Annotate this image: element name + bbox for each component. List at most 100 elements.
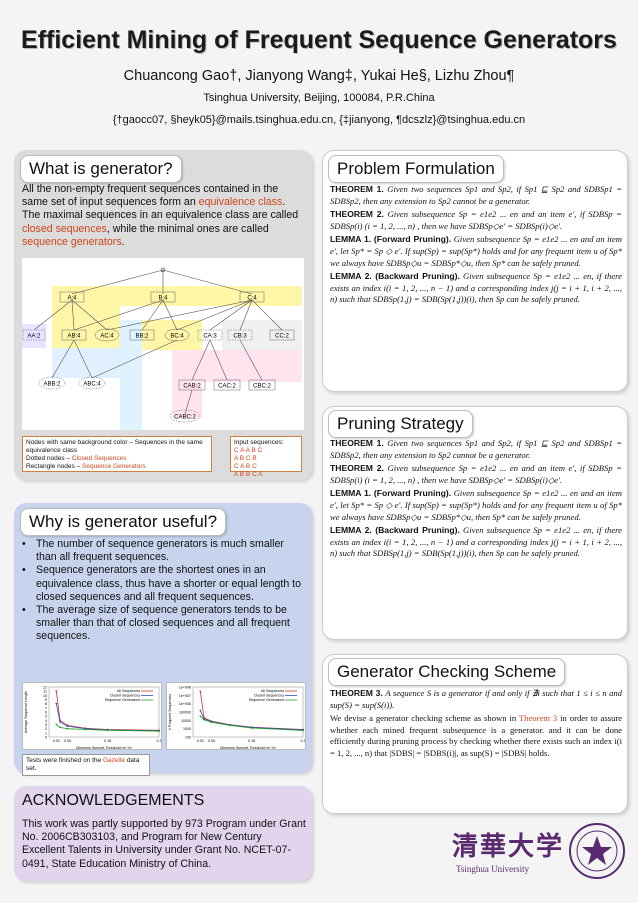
legend-label: All Sequences <box>261 689 284 693</box>
lattice-diagram: ∅ A:4 B:4 C:4 AA:2 AB:4 AC:4 BB:2 BC:4 C… <box>22 258 304 430</box>
y-tick-label: 12 <box>43 686 47 690</box>
data-point <box>66 727 69 730</box>
svg-text:CA:3: CA:3 <box>203 334 217 340</box>
x-tick-label: 0.3 <box>157 739 162 743</box>
poster-title: Efficient Mining of Frequent Sequence Ge… <box>21 26 617 54</box>
legend-box: Nodes with same background color – Seque… <box>22 436 212 472</box>
svg-text:B:4: B:4 <box>158 296 168 302</box>
problem-theorems: THEOREM 1. Given two sequences Sp1 and S… <box>330 184 623 305</box>
series-line <box>55 691 160 731</box>
data-point <box>55 723 58 726</box>
svg-text:CAC:2: CAC:2 <box>218 384 236 390</box>
list-item: Sequence generators are the shortest one… <box>22 564 306 604</box>
svg-text:BB:2: BB:2 <box>135 334 149 340</box>
legend-label: Closed Sequences <box>254 694 284 698</box>
x-axis-label: Minimum Support Threshold (in %) <box>76 746 131 750</box>
x-axis-label: Minimum Support Threshold (in %) <box>220 746 275 750</box>
x-tick-label: 0.05 <box>64 739 71 743</box>
logo-subtitle: Tsinghua University <box>456 864 530 874</box>
data-point <box>228 724 231 727</box>
y-tick-label: 10000 <box>181 719 191 723</box>
seal-icon <box>569 823 625 879</box>
svg-text:CC:2: CC:2 <box>275 334 289 340</box>
data-point <box>199 690 202 693</box>
data-point <box>199 709 202 712</box>
series-line <box>199 710 304 731</box>
list-item: The number of sequence generators is muc… <box>22 538 306 564</box>
x-tick-label: 0.05 <box>208 739 215 743</box>
emails: {†gaocc07, §heyk05}@mails.tsinghua.edu.c… <box>112 114 526 126</box>
series-line <box>55 703 160 732</box>
what-heading: What is generator? <box>20 155 182 183</box>
legend-label: All Sequences <box>117 689 140 693</box>
affiliation: Tsinghua University, Beijing, 100084, P.… <box>203 92 435 104</box>
problem-heading: Problem Formulation <box>328 155 504 183</box>
svg-text:CB:3: CB:3 <box>233 334 247 340</box>
data-point <box>302 729 304 732</box>
svg-text:BC:4: BC:4 <box>170 334 184 340</box>
data-point <box>199 715 202 718</box>
pruning-panel <box>322 406 628 640</box>
svg-text:∅: ∅ <box>160 267 165 274</box>
svg-text:AB:4: AB:4 <box>67 334 81 340</box>
data-point <box>106 729 109 732</box>
logo-text: 清華大学 <box>452 832 565 862</box>
y-tick-label: 3 <box>45 723 47 727</box>
y-tick-label: 1e+006 <box>179 702 191 706</box>
data-point <box>203 718 205 721</box>
authors: Chuancong Gao†, Jianyong Wang‡, Yukai He… <box>123 68 515 84</box>
why-list: The number of sequence generators is muc… <box>22 538 306 644</box>
svg-text:CAB:2: CAB:2 <box>183 384 201 390</box>
data-point <box>250 727 253 729</box>
x-tick-label: 0.16 <box>104 739 111 743</box>
data-point <box>55 690 58 693</box>
why-heading: Why is generator useful? <box>20 508 227 536</box>
ack-panel <box>14 786 312 881</box>
y-tick-label: 0 <box>45 736 47 740</box>
y-tick-label: 8 <box>45 702 47 706</box>
ack-text: This work was partly supported by 973 Pr… <box>22 818 306 870</box>
problem-panel <box>322 150 628 392</box>
test-note: Tests were finished on the Gazelle data … <box>22 754 150 776</box>
y-tick-label: 10 <box>43 694 47 698</box>
data-point <box>59 721 61 723</box>
legend-label: Sequence Generators <box>249 698 284 702</box>
legend-label: Sequence Generators <box>105 698 140 702</box>
data-point <box>210 721 213 724</box>
y-tick-label: 100000 <box>179 711 191 715</box>
data-point <box>84 728 87 731</box>
y-tick-label: 6 <box>45 711 47 715</box>
what-text: All the non-empty frequent sequences con… <box>22 183 299 248</box>
list-item: The average size of sequence generators … <box>22 604 306 644</box>
plot-frame <box>48 686 160 738</box>
tsinghua-logo: 清華大学 Tsinghua University <box>452 822 628 886</box>
x-tick-label: 0.02 <box>197 739 204 743</box>
svg-text:ABB:2: ABB:2 <box>43 382 61 388</box>
pruning-heading: Pruning Strategy <box>328 410 473 438</box>
x-tick-label: 0.3 <box>301 739 306 743</box>
svg-text:CBC:2: CBC:2 <box>253 384 271 390</box>
pruning-theorems: THEOREM 1. Given two sequences Sp1 and S… <box>330 438 623 559</box>
x-tick-label: 0.02 <box>53 739 60 743</box>
y-tick-label: 2 <box>45 727 47 731</box>
plot-frame <box>192 686 304 738</box>
data-point <box>66 725 69 728</box>
data-point <box>55 702 58 705</box>
x-tick-label: 0.16 <box>248 739 255 743</box>
svg-text:A:4: A:4 <box>67 296 77 302</box>
legend-label: Closed Sequences <box>110 694 140 698</box>
y-axis-label: # Frequent Sequences <box>168 694 172 731</box>
y-tick-label: 9 <box>45 698 47 702</box>
generator-heading: Generator Checking Scheme <box>328 658 566 686</box>
y-tick-label: 7 <box>45 706 47 710</box>
y-tick-label: 4 <box>45 719 47 723</box>
svg-text:AA:2: AA:2 <box>27 334 41 340</box>
y-axis-label: Average Sequence Length <box>24 691 28 734</box>
y-tick-label: 100 <box>185 736 191 740</box>
y-tick-label: 1000 <box>183 727 191 731</box>
y-tick-label: 1 <box>45 731 47 735</box>
y-tick-label: 11 <box>43 690 47 694</box>
input-sequences-box: Input sequences: C A A B C A B C B C A B… <box>230 436 302 478</box>
generator-text: THEOREM 3. A sequence S is a generator i… <box>330 688 623 758</box>
